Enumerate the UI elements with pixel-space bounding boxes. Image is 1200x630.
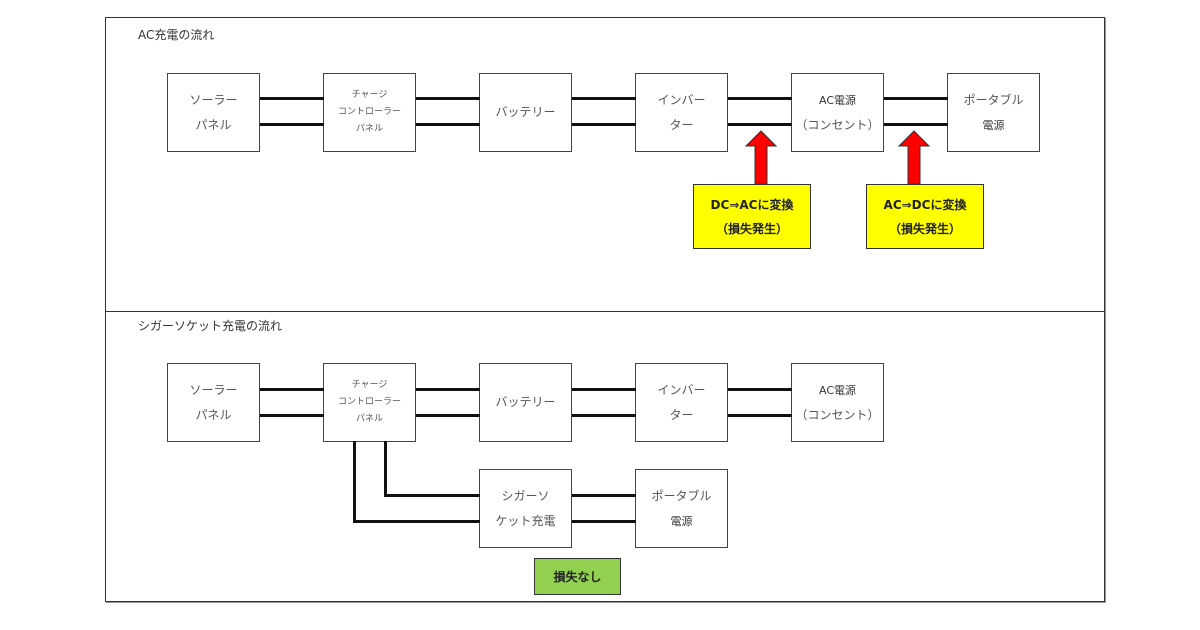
note-label: （損失発生） xyxy=(715,221,788,236)
solar-panel-node: ソーラー パネル xyxy=(167,73,260,152)
charge-controller-node: チャージ コントローラー パネル xyxy=(323,73,416,152)
connector-line xyxy=(384,441,387,497)
node-label: ポータブル xyxy=(651,488,712,503)
note-label: 損失なし xyxy=(553,569,602,584)
ac-outlet-node: AC電源 （コンセント） xyxy=(791,363,884,442)
node-label: シガーソ xyxy=(501,488,550,503)
connector-line xyxy=(572,123,636,126)
node-label: （コンセント） xyxy=(795,117,880,132)
ac-to-dc-loss-note: AC⇒DCに変換 （損失発生） xyxy=(866,184,984,249)
connector-line xyxy=(572,520,636,523)
connector-line xyxy=(572,97,636,100)
solar-panel-node: ソーラー パネル xyxy=(167,363,260,442)
node-label: ソーラー xyxy=(189,92,238,107)
node-label: インバー xyxy=(657,382,706,397)
inverter-node: インバー ター xyxy=(635,363,728,442)
connector-line xyxy=(353,441,356,523)
connector-line xyxy=(260,97,324,100)
dc-to-ac-loss-note: DC⇒ACに変換 （損失発生） xyxy=(693,184,811,249)
node-label: ケット充電 xyxy=(495,513,556,528)
node-label: 電源 xyxy=(982,118,1005,132)
note-label: AC⇒DCに変換 xyxy=(883,197,967,212)
portable-power-node: ポータブル 電源 xyxy=(635,469,728,548)
node-label: パネル xyxy=(355,414,383,424)
node-label: ソーラー xyxy=(189,382,238,397)
battery-node: バッテリー xyxy=(479,73,572,152)
cigar-socket-node: シガーソ ケット充電 xyxy=(479,469,572,548)
node-label: コントローラー xyxy=(337,107,401,117)
connector-line xyxy=(728,123,792,126)
connector-line xyxy=(728,388,792,391)
node-label: パネル xyxy=(195,117,232,132)
section-divider xyxy=(105,311,1105,312)
node-label: AC電源 xyxy=(818,93,856,107)
connector-line xyxy=(728,97,792,100)
connector-line xyxy=(728,414,792,417)
node-label: パネル xyxy=(195,407,232,422)
ac-outlet-node: AC電源 （コンセント） xyxy=(791,73,884,152)
note-label: DC⇒ACに変換 xyxy=(710,197,794,212)
connector-line xyxy=(416,388,480,391)
connector-line xyxy=(884,97,948,100)
node-label: （コンセント） xyxy=(795,407,880,422)
no-loss-note: 損失なし xyxy=(534,558,621,595)
node-label: コントローラー xyxy=(337,397,401,407)
node-label: ポータブル xyxy=(963,92,1024,107)
node-label: ター xyxy=(669,407,694,422)
inverter-node: インバー ター xyxy=(635,73,728,152)
portable-power-node: ポータブル 電源 xyxy=(947,73,1040,152)
connector-line xyxy=(884,123,948,126)
connector-line xyxy=(260,414,324,417)
node-label: バッテリー xyxy=(495,105,556,119)
connector-line xyxy=(416,97,480,100)
node-label: 電源 xyxy=(670,514,693,528)
connector-line xyxy=(416,414,480,417)
connector-line xyxy=(384,494,480,497)
connector-line xyxy=(572,414,636,417)
charge-controller-node: チャージ コントローラー パネル xyxy=(323,363,416,442)
cigar-section-title: シガーソケット充電の流れ xyxy=(138,319,283,333)
node-label: バッテリー xyxy=(495,395,556,409)
node-label: チャージ xyxy=(351,380,388,390)
node-label: AC電源 xyxy=(818,383,856,397)
battery-node: バッテリー xyxy=(479,363,572,442)
connector-line xyxy=(416,123,480,126)
connector-line xyxy=(260,123,324,126)
node-label: チャージ xyxy=(351,90,388,100)
node-label: ター xyxy=(669,117,694,132)
ac-section-title: AC充電の流れ xyxy=(138,28,215,42)
connector-line xyxy=(572,494,636,497)
diagram-frame xyxy=(105,17,1105,602)
connector-line xyxy=(572,388,636,391)
note-label: （損失発生） xyxy=(888,221,961,236)
node-label: パネル xyxy=(355,124,383,134)
node-label: インバー xyxy=(657,92,706,107)
connector-line xyxy=(260,388,324,391)
connector-line xyxy=(353,520,480,523)
